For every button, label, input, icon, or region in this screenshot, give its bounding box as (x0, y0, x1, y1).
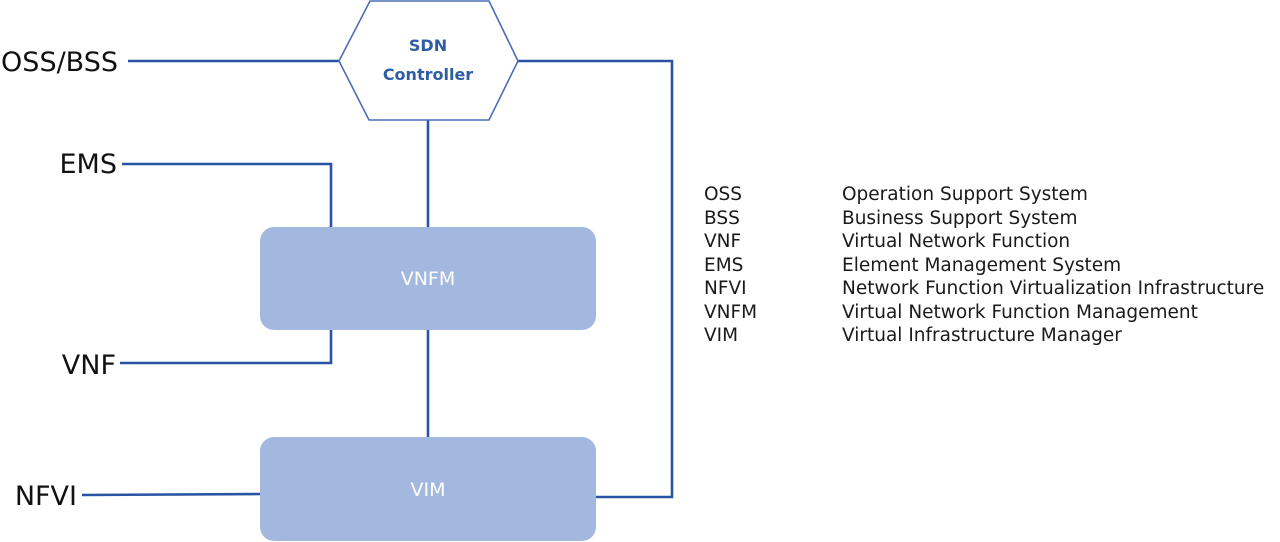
vnfm-label: VNFM (401, 268, 456, 290)
connector-ems-vnfm (122, 162, 333, 227)
legend-desc: Virtual Network Function (842, 231, 1071, 252)
vnfm-box[interactable] (260, 227, 596, 330)
connector-vnf-vnfm (120, 330, 333, 365)
legend-desc: Virtual Infrastructure Manager (842, 325, 1122, 346)
legend-desc: Element Management System (842, 254, 1122, 276)
legend-abbr: OSS (704, 184, 743, 205)
oss-bss-label: OSS/BSS (1, 47, 118, 78)
nfvi-label: NFVI (15, 481, 77, 512)
legend-abbr: BSS (704, 207, 740, 229)
sdn-controller-label-line2: Controller (383, 65, 473, 84)
legend-desc: Network Function Virtualization Infrastr… (842, 278, 1265, 299)
sdn-controller-hexagon[interactable] (338, 0, 519, 121)
legend-abbr: EMS (704, 254, 744, 276)
connector-nfvi-vim (81, 492, 261, 497)
legend-abbr: VNF (704, 231, 742, 252)
legend-desc: Virtual Network Function Management (842, 301, 1198, 323)
legend-desc: Business Support System (842, 207, 1078, 229)
vnf-label: VNF (62, 350, 116, 381)
connector-sdn-vim (517, 59, 674, 499)
legend-abbr: VNFM (704, 301, 758, 323)
vim-box[interactable] (260, 437, 596, 541)
legend-desc: Operation Support System (842, 184, 1088, 205)
legend-abbr: VIM (704, 325, 739, 346)
sdn-controller-label-line1: SDN (409, 36, 447, 55)
ems-label: EMS (60, 149, 118, 180)
vim-label: VIM (411, 479, 446, 501)
legend-abbr: NFVI (704, 278, 747, 299)
